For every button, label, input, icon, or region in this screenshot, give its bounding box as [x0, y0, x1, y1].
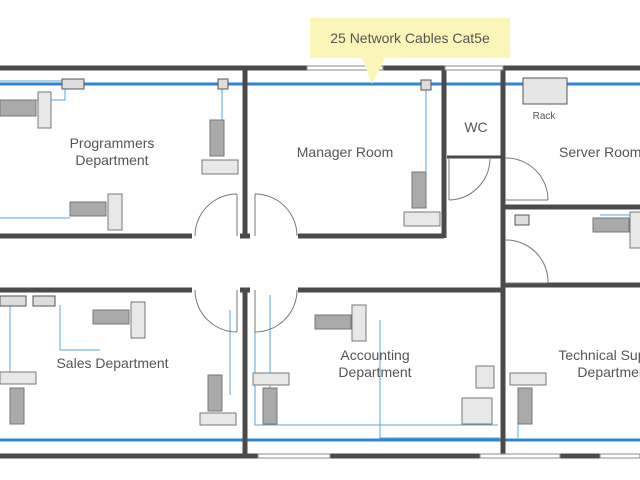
door-programmers	[194, 193, 238, 237]
workstation-icon	[403, 171, 441, 227]
door-manager	[254, 193, 298, 237]
room-label-wc: WC	[464, 119, 488, 135]
door-wc	[448, 158, 491, 201]
room-label-sales: Sales Department	[56, 355, 169, 371]
room-label-programmers: Programmers Department	[52, 135, 172, 169]
workstation-icon	[0, 371, 37, 425]
door-accounting	[254, 289, 298, 333]
workstation-icon	[252, 372, 290, 425]
workstation-icon	[92, 301, 146, 339]
workstations	[0, 91, 640, 426]
door-server	[504, 157, 549, 201]
workstation-icon	[69, 193, 123, 231]
network-sockets	[0, 78, 530, 307]
workstation-icon	[314, 304, 367, 342]
door-sales	[194, 289, 238, 333]
room-label-line: Programmers	[69, 135, 155, 151]
room-label-line: Department	[338, 364, 412, 380]
workstation-icon	[201, 119, 239, 175]
room-label-line: Department	[577, 364, 640, 380]
doors	[194, 157, 549, 333]
room-label-line: Department	[75, 152, 149, 168]
windows	[257, 65, 640, 459]
room-label-manager: Manager Room	[296, 144, 394, 160]
walls	[0, 65, 640, 459]
workstation-icon	[509, 372, 547, 425]
workstation-icon	[0, 91, 52, 129]
callout-text: 25 Network Cables Cat5e	[330, 30, 490, 46]
rack-icon	[522, 77, 568, 105]
workstation-icon	[199, 374, 237, 426]
room-label-accounting: Accounting Department	[315, 347, 435, 381]
door-techsupport	[504, 239, 549, 284]
room-label-server: Server Room	[559, 144, 640, 160]
room-label-line: Accounting	[340, 347, 410, 363]
callout-pointer	[362, 58, 385, 84]
rack-label: Rack	[532, 111, 556, 122]
room-label-line: Technical Support	[558, 347, 640, 363]
printer-icon	[475, 365, 495, 389]
room-label-techsupport: Technical Support Department	[544, 347, 640, 381]
copier-icon	[461, 397, 493, 425]
cable-callout: 25 Network Cables Cat5e	[310, 18, 510, 58]
workstation-icon	[592, 211, 640, 249]
